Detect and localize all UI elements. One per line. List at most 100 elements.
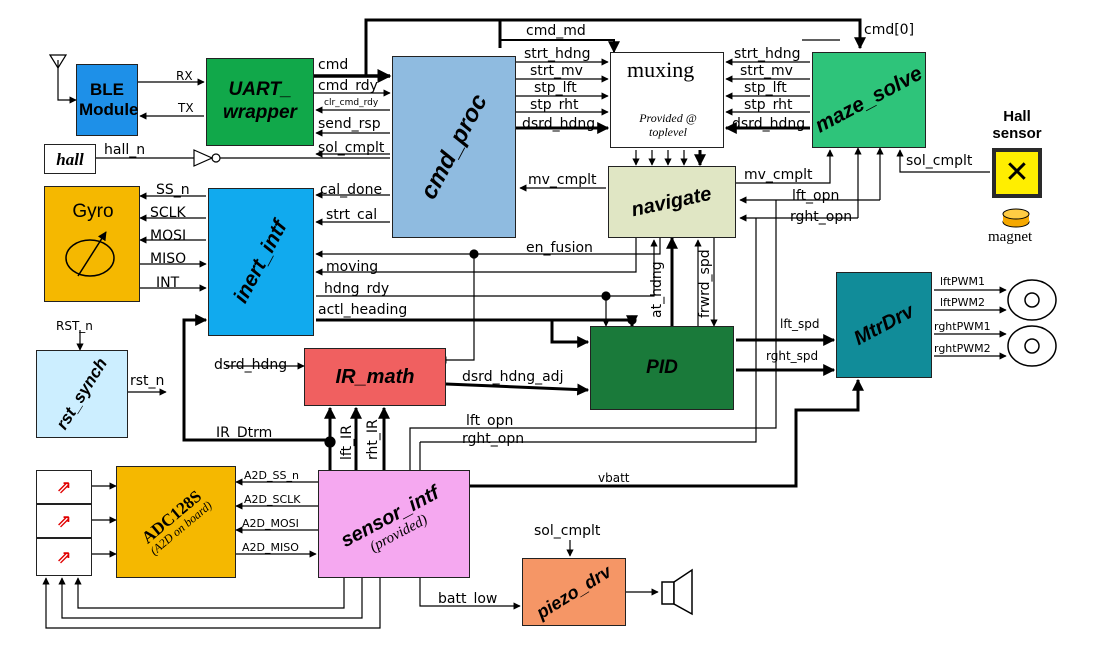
sig-a2d-mosi: A2D_MOSI [242, 517, 299, 530]
gyro-label: Gyro [72, 201, 114, 222]
navigate-label: navigate [629, 182, 714, 221]
mtrdrv-block: MtrDrv [836, 272, 932, 378]
ir-emitter-icon: ⇗ [56, 476, 72, 498]
ir-emitter-1: ⇗ [36, 470, 92, 504]
sig-lft-ir: lft_IR [339, 425, 355, 460]
sig-ss-n: SS_n [156, 182, 190, 198]
close-icon: ✕ [1004, 155, 1030, 190]
gyro-block: Gyro [44, 186, 140, 302]
sig-tx: TX [178, 101, 194, 115]
sig-rht-ir: rht_IR [365, 419, 381, 460]
piezo-drv-label: piezo_drv [532, 560, 615, 623]
cmd-proc-label: cmd_proc [414, 89, 493, 204]
sig-strt-mv-l: strt_mv [530, 63, 583, 79]
wheel-icon [1007, 325, 1057, 367]
cmd-proc-block: cmd_proc [392, 56, 516, 238]
sig-rst-n-in: RST_n [56, 319, 93, 333]
sensor-intf-block: sensor_intf (provided) [318, 470, 470, 578]
sig-vbatt: vbatt [598, 471, 630, 485]
sig-en-fusion: en_fusion [526, 240, 593, 256]
sig-moving: moving [326, 259, 379, 275]
rst-synch-label: rst_synch [52, 354, 111, 433]
muxing-label: muxing [627, 57, 695, 82]
inert-intf-label: inert_intf [229, 216, 292, 307]
sig-stp-lft-l: stp_lft [534, 80, 577, 96]
sig-dsrd-hdng-l: dsrd_hdng [522, 116, 596, 132]
sig-frwrd-spd: frwrd_spd [697, 249, 713, 318]
sig-mosi: MOSI [150, 228, 187, 244]
sig-cmd0: cmd[0] [864, 22, 915, 38]
sig-sol-cmplt: sol_cmplt [318, 140, 385, 156]
sig-rghtpwm1: rghtPWM1 [934, 320, 991, 333]
sig-rst-n: rst_n [130, 373, 165, 389]
sig-lft-opn-2: lft_opn [466, 413, 514, 429]
sig-rght-opn-2: rght_opn [462, 431, 525, 447]
antenna-icon [48, 54, 77, 104]
sig-clr-cmd-rdy: clr_cmd_rdy [324, 98, 379, 108]
sig-mv-cmplt-l: mv_cmplt [528, 172, 597, 188]
sig-miso: MISO [150, 251, 187, 267]
mtrdrv-label: MtrDrv [850, 299, 918, 350]
sig-a2d-ss-n: A2D_SS_n [244, 469, 299, 482]
hall-label: hall [56, 149, 84, 169]
rst-synch-block: rst_synch [36, 350, 128, 438]
sig-sol-cmplt-r: sol_cmplt [906, 153, 973, 169]
sig-cmd: cmd [318, 57, 349, 73]
speaker-icon [661, 568, 693, 616]
piezo-drv-block: piezo_drv [522, 558, 626, 626]
sig-stp-lft-r: stp_lft [744, 80, 787, 96]
ir-emitter-icon: ⇗ [56, 546, 72, 568]
ir-emitter-3: ⇗ [36, 538, 92, 576]
sig-dsrd-hdng-adj: dsrd_hdng_adj [462, 369, 564, 385]
sig-cal-done: cal_done [320, 182, 383, 198]
hall-sensor-block: ✕ [992, 148, 1042, 198]
magnet-label: magnet [988, 229, 1033, 245]
sig-mv-cmplt-r: mv_cmplt [744, 167, 813, 183]
hall-block: hall [44, 144, 96, 174]
wheel-icon [1007, 279, 1057, 321]
inert-intf-block: inert_intf [208, 188, 314, 336]
sig-sol-cmplt-p: sol_cmplt [534, 523, 601, 539]
sig-int: INT [156, 275, 180, 291]
ir-math-label: IR_math [335, 365, 415, 388]
sig-dsrd-hdng-r: dsrd_hdng [732, 116, 806, 132]
adc-block: ADC128S (A2D on board) [116, 466, 236, 578]
sig-hall-n: hall_n [104, 142, 146, 158]
sig-lft-opn: lft_opn [792, 188, 840, 204]
sig-rght-opn: rght_opn [790, 209, 853, 225]
sig-rx: RX [176, 69, 193, 83]
sig-strt-hdng-r: strt_hdng [734, 46, 801, 62]
uart-wrapper-block: UART_ wrapper [206, 58, 314, 146]
maze-solve-label: maze_solve [811, 61, 927, 138]
gyro-dial-icon [65, 231, 115, 277]
sig-cmd-md: cmd_md [526, 23, 586, 39]
sig-actl-heading: actl_heading [318, 302, 408, 318]
sig-rghtpwm2: rghtPWM2 [934, 342, 991, 355]
maze-solve-block: maze_solve [811, 52, 927, 148]
sig-hdng-rdy: hdng_rdy [324, 281, 390, 297]
sig-stp-rht-l: stp_rht [530, 97, 579, 113]
navigate-block: navigate [608, 166, 736, 238]
ble-module-block: BLE Module [76, 64, 139, 136]
sig-cmd-rdy: cmd_rdy [318, 78, 378, 94]
muxing-block: muxing Provided @ toplevel [610, 52, 724, 148]
sig-batt-low: batt_low [438, 591, 498, 607]
sig-ir-dtrm: IR_Dtrm [216, 425, 273, 441]
sig-at-hdng: at_hdng [649, 261, 665, 318]
sig-strt-hdng-l: strt_hdng [524, 46, 591, 62]
sig-stp-rht-r: stp_rht [744, 97, 793, 113]
sig-strt-mv-r: strt_mv [740, 63, 793, 79]
ir-math-block: IR_math [304, 348, 446, 406]
muxing-note: Provided @ toplevel [639, 111, 697, 140]
uart-wrapper-label: UART_ wrapper [223, 79, 297, 123]
sig-lftpwm1: lftPWM1 [940, 275, 986, 288]
sig-send-rsp: send_rsp [318, 116, 381, 132]
sig-rght-spd: rght_spd [766, 349, 819, 363]
pid-label: PID [646, 357, 678, 378]
ir-emitter-2: ⇗ [36, 504, 92, 538]
pid-block: PID [590, 326, 734, 410]
ir-emitter-icon: ⇗ [56, 510, 72, 532]
sig-a2d-miso: A2D_MISO [242, 541, 299, 554]
